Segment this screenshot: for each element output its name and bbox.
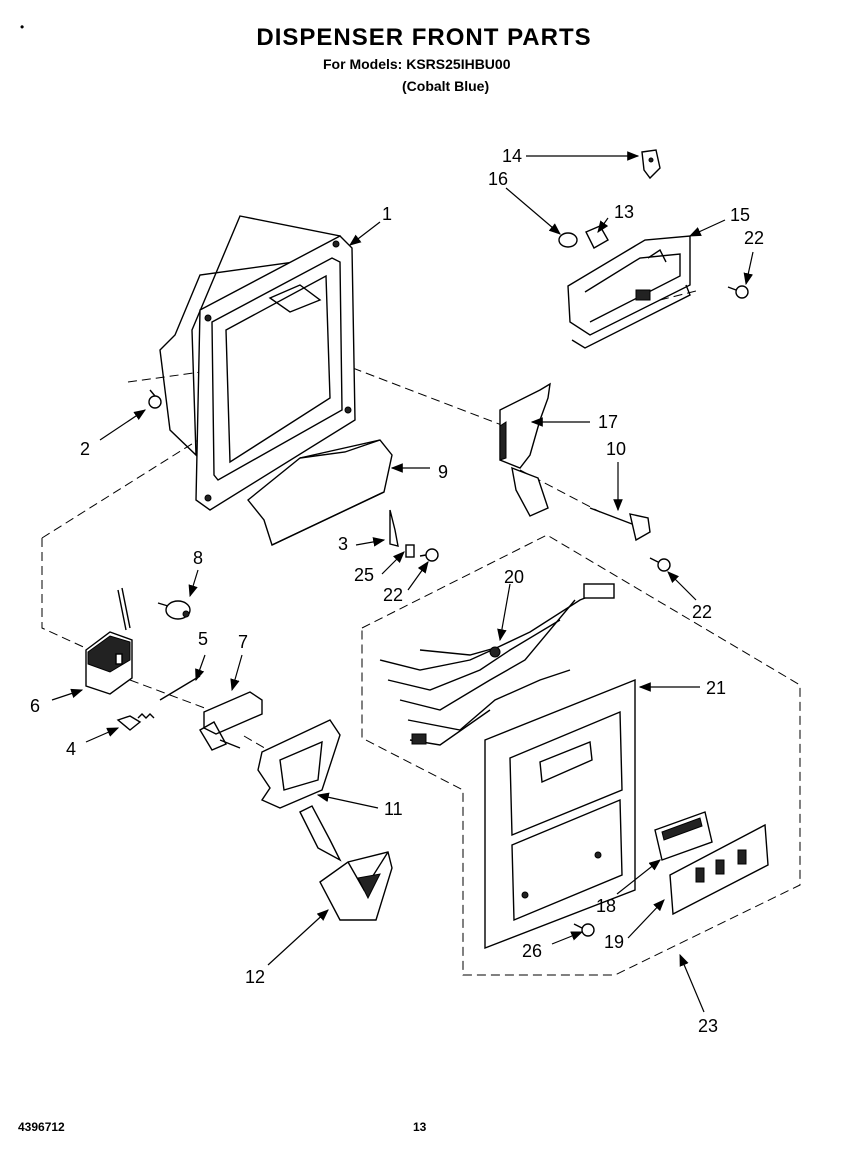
part-22-screw-b — [649, 557, 671, 572]
callout-15: 15 — [730, 205, 750, 225]
callout-9: 9 — [438, 462, 448, 482]
part-4-spring — [116, 713, 155, 731]
callout-labels: 1 2 3 4 5 6 7 8 9 10 11 12 13 14 15 16 1… — [30, 146, 764, 1036]
callout-1: 1 — [382, 204, 392, 224]
callout-11: 11 — [384, 799, 403, 819]
callout-2: 2 — [80, 439, 90, 459]
part-22-screw-a — [419, 548, 439, 562]
part-10-shaft — [589, 507, 651, 542]
callout-8: 8 — [193, 548, 203, 568]
callout-22-middle: 22 — [383, 585, 403, 605]
callout-22-right: 22 — [692, 602, 712, 622]
model-line: For Models: KSRS25IHBU00 — [323, 56, 511, 72]
part-18-board — [654, 811, 713, 861]
part-19-membrane — [669, 823, 769, 916]
callout-14: 14 — [502, 146, 522, 166]
assembly-lines — [41, 289, 801, 976]
callout-19: 19 — [604, 932, 624, 952]
part-1-housing — [159, 215, 356, 511]
callout-23: 23 — [698, 1016, 718, 1036]
part-3-spring — [389, 509, 399, 547]
part-11-cradle — [257, 719, 342, 862]
part-26-screw — [573, 923, 595, 937]
callout-22-upper: 22 — [744, 228, 764, 248]
part-22-screw-c — [727, 285, 749, 299]
callout-17: 17 — [598, 412, 618, 432]
part-21-panel — [484, 678, 636, 950]
callout-5: 5 — [198, 629, 208, 649]
callout-25: 25 — [354, 565, 374, 585]
part-5-rod — [159, 675, 201, 701]
part-7-bracket — [199, 691, 263, 751]
color-note: (Cobalt Blue) — [402, 78, 490, 94]
callout-12: 12 — [245, 967, 265, 987]
part-17-bracket — [499, 382, 551, 517]
part-9-trim — [247, 439, 393, 546]
leader-lines — [51, 151, 754, 1013]
callout-21: 21 — [706, 678, 726, 698]
part-13-socket — [585, 225, 609, 249]
part-8-solenoid — [157, 600, 191, 620]
callout-16: 16 — [488, 169, 508, 189]
part-16-bulb — [558, 232, 578, 248]
part-6-module — [85, 587, 133, 695]
callout-10: 10 — [606, 439, 626, 459]
callout-3: 3 — [338, 534, 348, 554]
callout-26: 26 — [522, 941, 542, 961]
callout-20: 20 — [504, 567, 524, 587]
callout-7: 7 — [238, 632, 248, 652]
part-12-tray — [319, 851, 393, 921]
page-number: 13 — [413, 1120, 427, 1134]
callout-18: 18 — [596, 896, 616, 916]
callout-4: 4 — [66, 739, 76, 759]
page-title: DISPENSER FRONT PARTS — [256, 24, 592, 51]
corner-mark: • — [20, 20, 25, 34]
document-number: 4396712 — [18, 1120, 65, 1134]
callout-13: 13 — [614, 202, 634, 222]
part-2-screw — [148, 389, 162, 409]
part-14-clip — [641, 149, 661, 180]
part-20-harness — [379, 583, 615, 746]
callout-6: 6 — [30, 696, 40, 716]
part-15-lamp-housing — [567, 235, 691, 349]
part-25-clip — [405, 544, 415, 558]
